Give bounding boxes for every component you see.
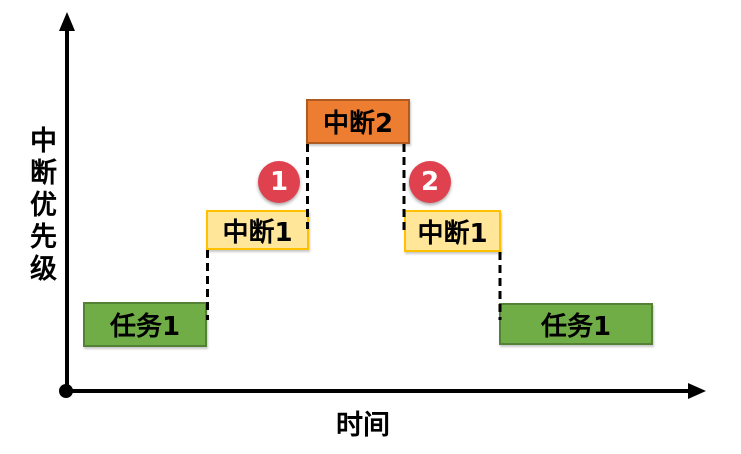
x-axis-label: 时间 — [336, 410, 390, 441]
box-interrupt1-left: 中断1 — [206, 210, 309, 250]
y-axis-arrowhead-icon — [59, 12, 75, 31]
axis-origin-dot — [59, 384, 73, 398]
y-axis-label: 中断优先级 — [25, 126, 56, 286]
event-marker-2: 2 — [409, 161, 451, 203]
box-interrupt1-right: 中断1 — [404, 210, 501, 252]
event-marker-1: 1 — [258, 161, 300, 203]
x-axis-arrowhead-icon — [688, 383, 706, 399]
box-interrupt2: 中断2 — [306, 99, 410, 144]
box-task1-left: 任务1 — [83, 302, 207, 347]
box-task1-right: 任务1 — [499, 303, 653, 345]
